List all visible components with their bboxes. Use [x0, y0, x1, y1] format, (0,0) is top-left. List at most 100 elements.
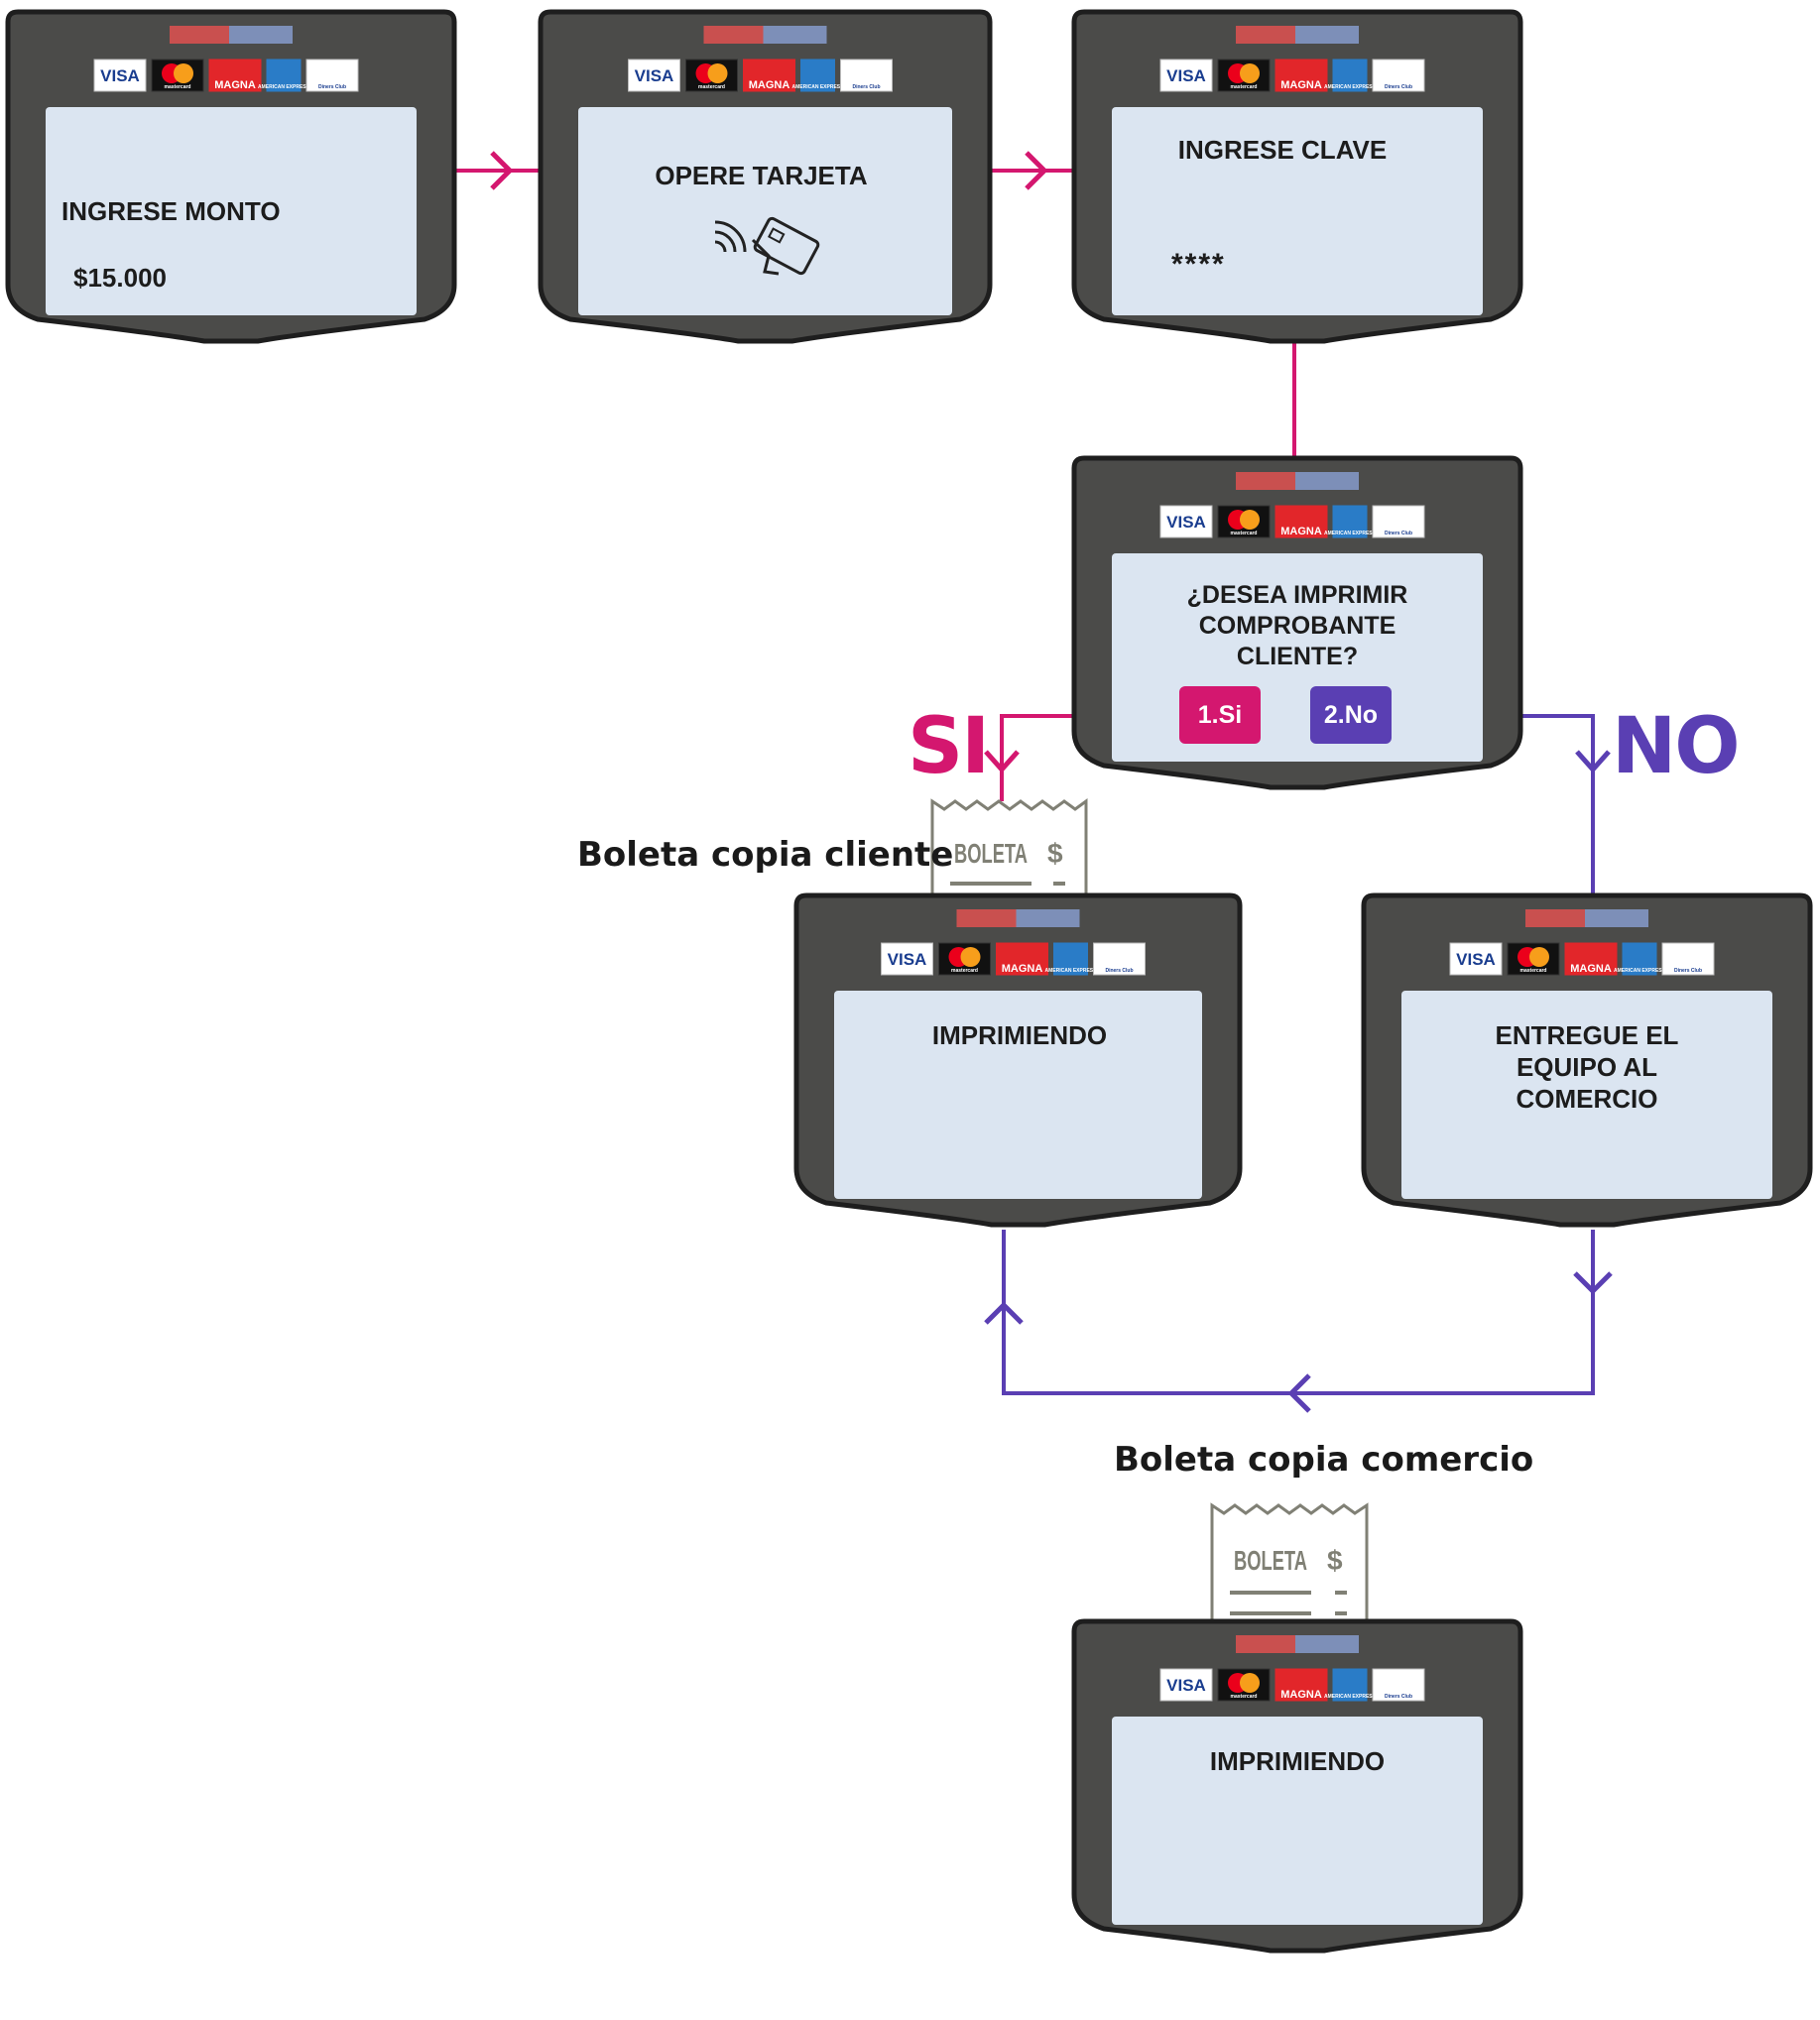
card-brand-magna-icon: MAGNA — [1274, 1668, 1328, 1702]
card-brand-diners-club-icon: Diners Club — [1372, 505, 1425, 538]
svg-text:VISA: VISA — [1166, 1676, 1206, 1695]
card-brand-diners-club-icon: Diners Club — [1372, 59, 1425, 92]
card-brand-visa-icon: VISA — [881, 942, 933, 976]
svg-text:VISA: VISA — [635, 66, 674, 85]
connector-loop — [1002, 1230, 1595, 1395]
svg-text:Diners Club: Diners Club — [318, 84, 346, 90]
card-brand-visa-icon: VISA — [1159, 505, 1213, 538]
receipt-cliente-icon — [930, 798, 1088, 899]
svg-text:MAGNA: MAGNA — [749, 79, 790, 91]
terminal-logo-accent — [703, 26, 764, 44]
svg-text:VISA: VISA — [100, 66, 140, 85]
card-brand-visa-icon: VISA — [1159, 59, 1213, 92]
arrow-head-right-icon — [1025, 151, 1048, 190]
svg-text:AMERICAN EXPRESS: AMERICAN EXPRESS — [1614, 968, 1666, 974]
svg-text:Diners Club: Diners Club — [852, 84, 880, 90]
card-brand-magna-icon: MAGNA — [1274, 59, 1328, 92]
receipt-comercio-label: BOLETA — [1234, 1545, 1307, 1576]
svg-text:mastercard: mastercard — [1231, 1694, 1258, 1700]
card-brand-mastercard-icon: mastercard — [1507, 942, 1560, 976]
card-brand-mastercard-icon: mastercard — [1217, 505, 1271, 538]
screen-line-1: INGRESE CLAVE — [1177, 135, 1388, 165]
terminal-logo-accent — [1236, 472, 1295, 490]
terminal-logo-accent — [1236, 1635, 1295, 1653]
screen-line-1: ¿DESEA IMPRIMIR — [1186, 581, 1408, 609]
card-brand-magna-icon: MAGNA — [1564, 942, 1618, 976]
card-brand-american-express-icon: AMERICAN EXPRESS — [1045, 942, 1098, 976]
screen-line-3: COMERCIO — [1516, 1084, 1658, 1114]
option-si-button[interactable]: 1.Si — [1179, 686, 1261, 744]
contactless-card-icon — [714, 216, 820, 276]
card-brand-mastercard-icon: mastercard — [1217, 59, 1271, 92]
svg-text:Diners Club: Diners Club — [1385, 84, 1412, 90]
card-brand-american-express-icon: AMERICAN EXPRESS — [1324, 59, 1377, 92]
screen-line-1: INGRESE MONTO — [61, 196, 281, 226]
card-brand-mastercard-icon: mastercard — [938, 942, 991, 976]
card-brand-magna-icon: MAGNA — [996, 942, 1048, 976]
terminal-logo-accent — [1236, 26, 1295, 44]
terminal-logo-accent — [170, 26, 229, 44]
screen-line-1: OPERE TARJETA — [655, 161, 868, 190]
receipt-cliente-label: BOLETA — [954, 838, 1028, 869]
svg-text:AMERICAN EXPRESS: AMERICAN EXPRESS — [792, 84, 845, 90]
terminal-screen — [834, 991, 1202, 1199]
card-brand-magna-icon: MAGNA — [743, 59, 795, 92]
svg-text:mastercard: mastercard — [1520, 968, 1547, 974]
svg-text:VISA: VISA — [1166, 66, 1206, 85]
card-brand-american-express-icon: AMERICAN EXPRESS — [258, 59, 310, 92]
card-brand-american-express-icon: AMERICAN EXPRESS — [1324, 1668, 1377, 1702]
svg-text:AMERICAN EXPRESS: AMERICAN EXPRESS — [258, 84, 310, 90]
svg-text:AMERICAN EXPRESS: AMERICAN EXPRESS — [1324, 1694, 1377, 1700]
card-brand-magna-icon: MAGNA — [208, 59, 262, 92]
card-brand-diners-club-icon: Diners Club — [1093, 942, 1146, 976]
terminal-screen — [1401, 991, 1772, 1199]
receipt-cliente-caption: Boleta copia cliente — [577, 835, 954, 875]
card-brand-visa-icon: VISA — [628, 59, 680, 92]
branch-no-label: NO — [1612, 702, 1741, 791]
svg-text:AMERICAN EXPRESS: AMERICAN EXPRESS — [1324, 531, 1377, 536]
arrow-head-left-icon — [1287, 1373, 1311, 1413]
card-brand-diners-club-icon: Diners Club — [1372, 1668, 1425, 1702]
svg-text:AMERICAN EXPRESS: AMERICAN EXPRESS — [1324, 84, 1377, 90]
card-brand-visa-icon: VISA — [1449, 942, 1503, 976]
svg-text:mastercard: mastercard — [165, 84, 191, 90]
svg-text:Diners Club: Diners Club — [1385, 531, 1412, 536]
svg-text:mastercard: mastercard — [1231, 84, 1258, 90]
svg-text:MAGNA: MAGNA — [1280, 1689, 1322, 1701]
svg-text:AMERICAN EXPRESS: AMERICAN EXPRESS — [1045, 968, 1098, 974]
arrow-head-right-icon — [490, 151, 514, 190]
screen-line-2: EQUIPO AL — [1516, 1052, 1658, 1082]
card-brand-diners-club-icon: Diners Club — [840, 59, 893, 92]
card-brand-american-express-icon: AMERICAN EXPRESS — [1614, 942, 1666, 976]
svg-text:mastercard: mastercard — [1231, 531, 1258, 536]
svg-text:MAGNA: MAGNA — [1280, 526, 1322, 537]
screen-pin: **** — [1171, 248, 1226, 281]
svg-text:MAGNA: MAGNA — [1570, 963, 1612, 975]
svg-text:VISA: VISA — [1456, 950, 1496, 969]
card-brand-magna-icon: MAGNA — [1274, 505, 1328, 538]
svg-text:Diners Club: Diners Club — [1105, 968, 1133, 974]
terminal-logo-accent — [1525, 909, 1585, 927]
svg-text:VISA: VISA — [1166, 513, 1206, 532]
card-brand-diners-club-icon: Diners Club — [1661, 942, 1715, 976]
svg-text:VISA: VISA — [888, 950, 927, 969]
svg-text:Diners Club: Diners Club — [1385, 1694, 1412, 1700]
receipt-comercio-icon — [1210, 1502, 1369, 1628]
card-brand-mastercard-icon: mastercard — [151, 59, 204, 92]
option-no-button[interactable]: 2.No — [1310, 686, 1392, 744]
svg-text:MAGNA: MAGNA — [1280, 79, 1322, 91]
svg-text:MAGNA: MAGNA — [214, 79, 256, 91]
